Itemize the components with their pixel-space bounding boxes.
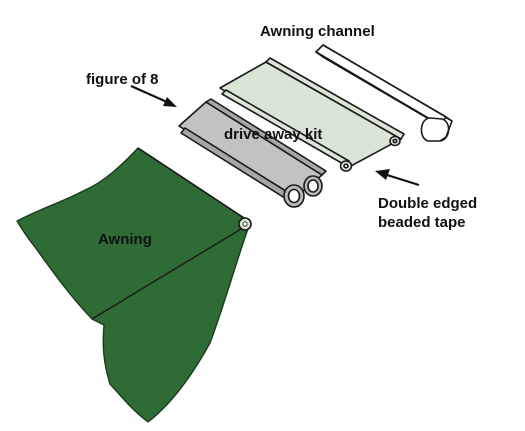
awning-channel [315,44,453,142]
label-figure-of-8: figure of 8 [86,71,159,88]
beaded-tape [219,57,405,172]
arrow-figure-of-8 [130,84,168,104]
awning-fabric [16,147,252,423]
pointer-arrows [130,84,420,187]
label-drive-away-kit: drive away kit [224,126,323,143]
label-awning-channel: Awning channel [260,23,375,40]
label-beaded-tape: Double edged beaded tape [378,195,478,231]
drive-away-kit [178,98,327,208]
label-awning: Awning [98,231,152,248]
arrow-beaded-tape [386,173,420,187]
